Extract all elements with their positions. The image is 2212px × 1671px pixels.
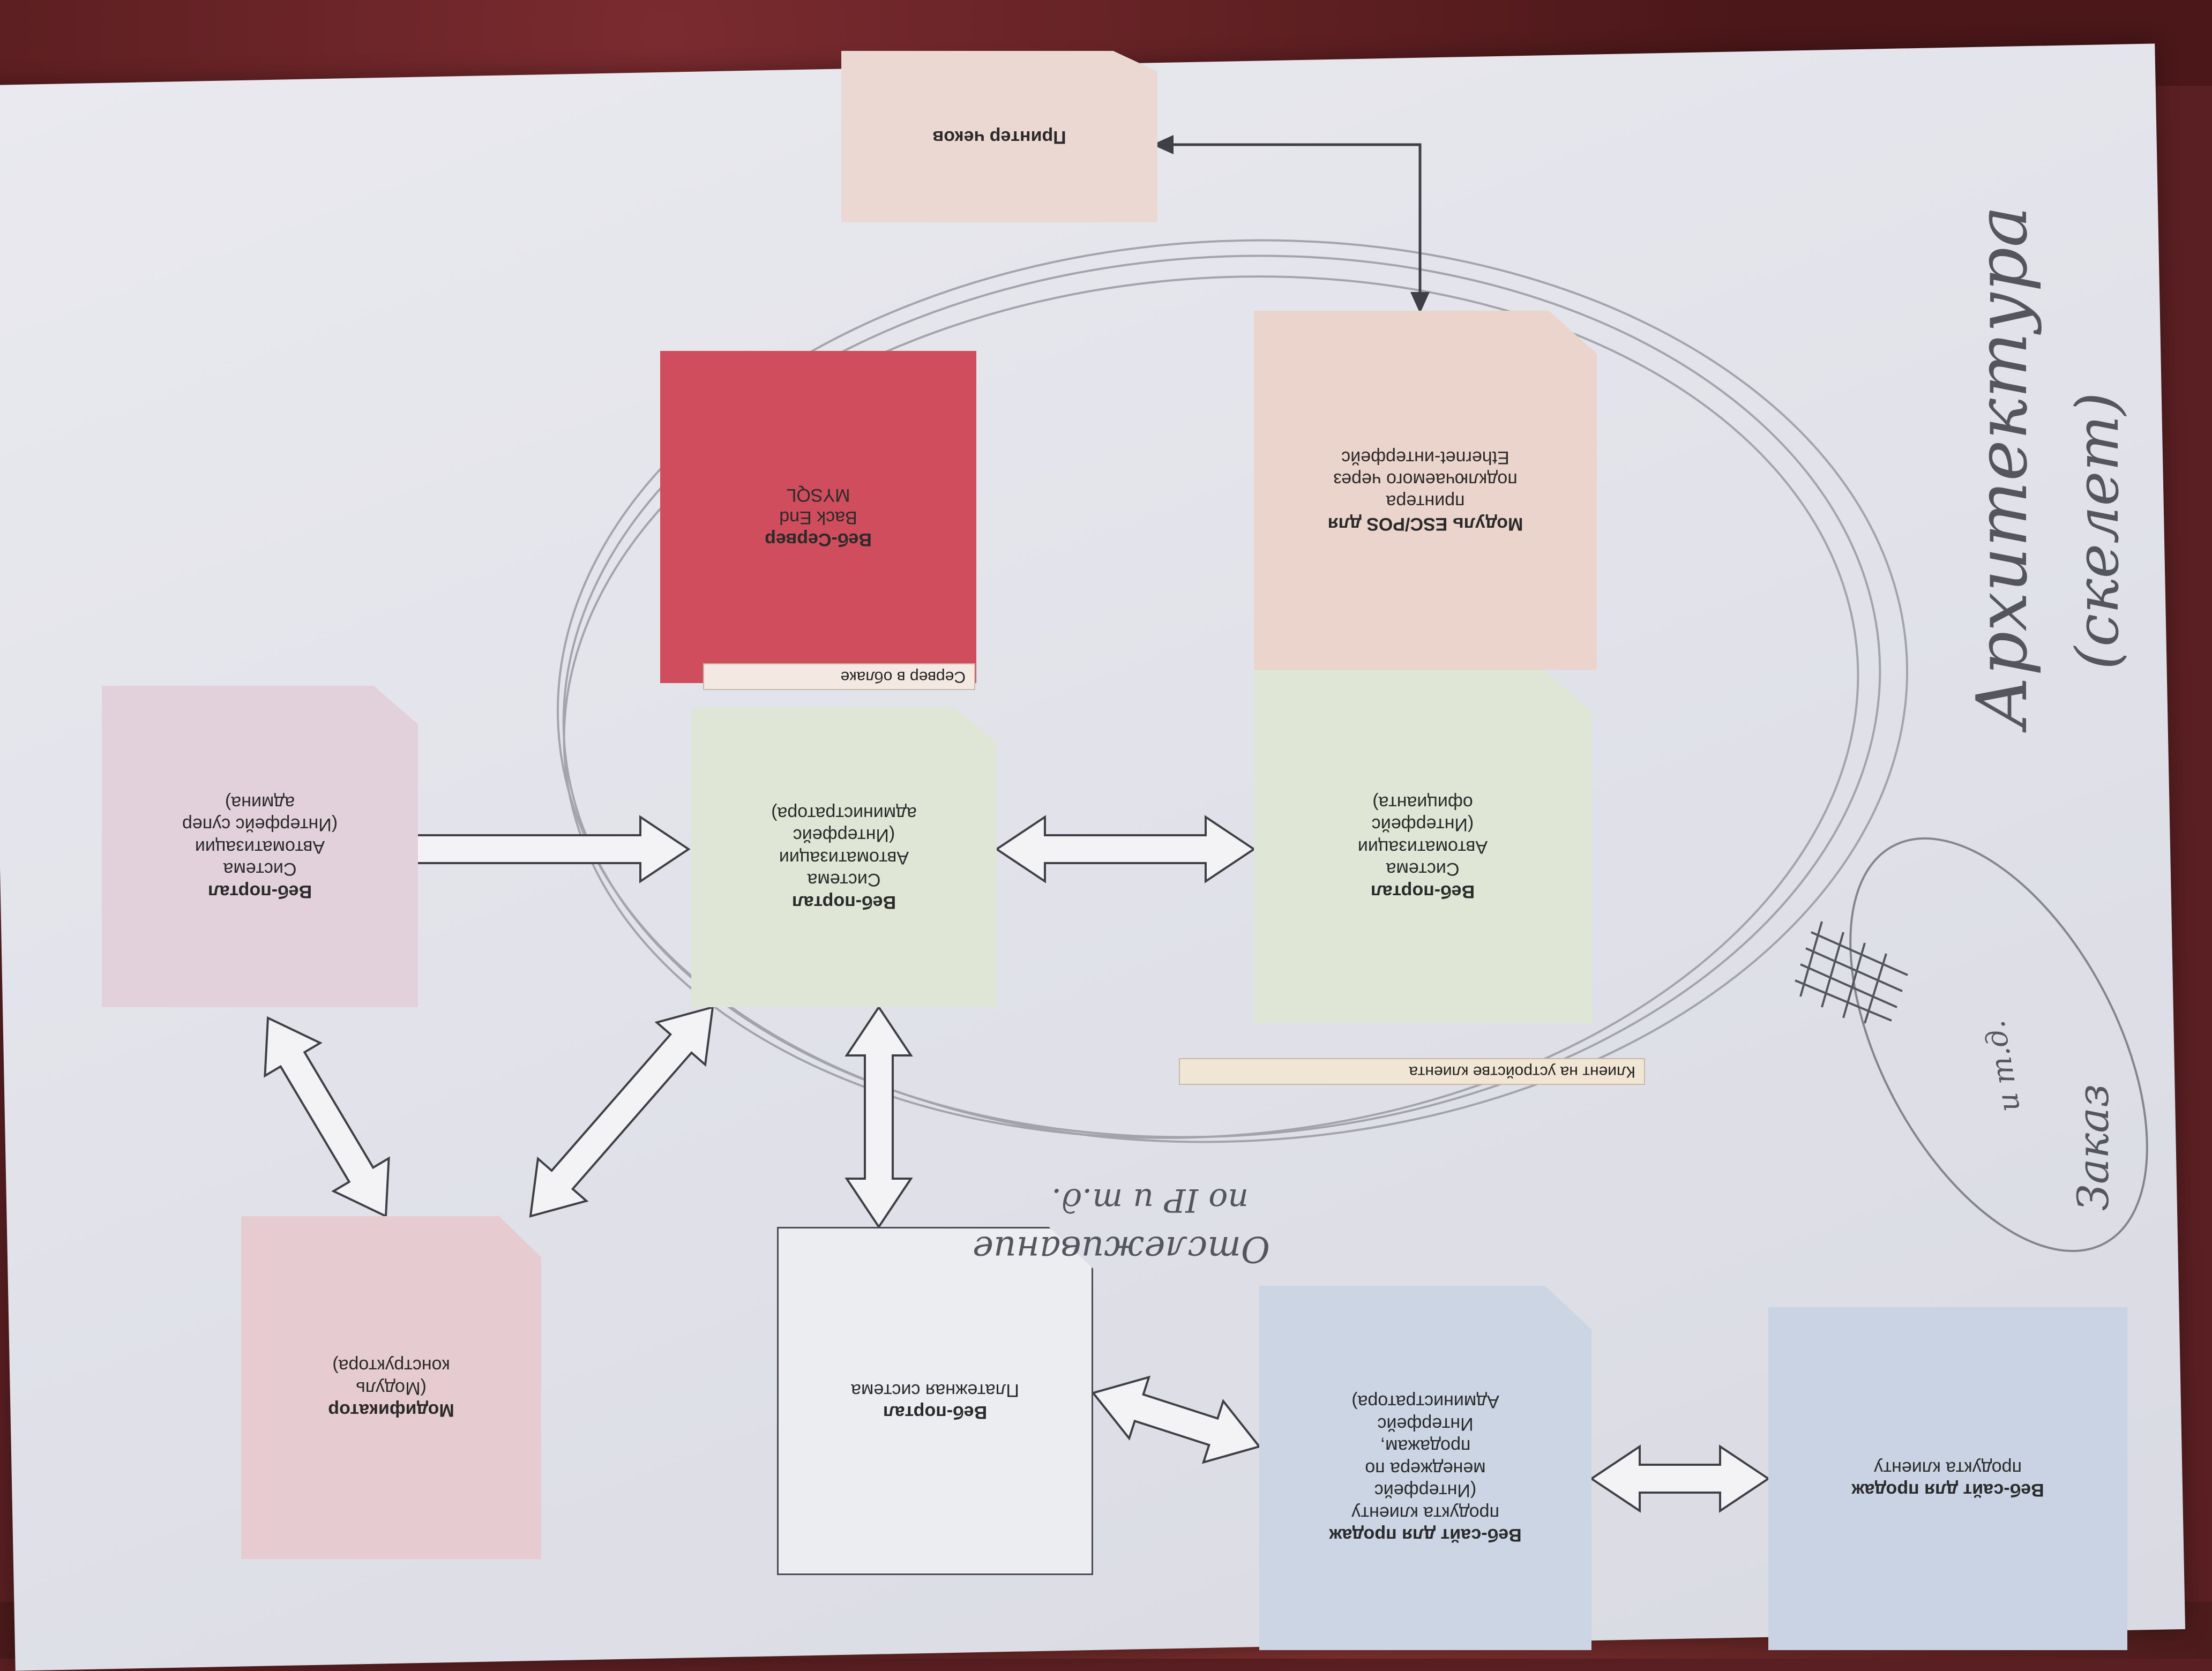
node-sales-admin-line-5: продажам, xyxy=(1380,1436,1471,1457)
node-modifier-line-3: конструктора) xyxy=(332,1355,450,1376)
node-sales-admin-line-2: продукта клиенту xyxy=(1351,1502,1499,1523)
node-escpos-line-2: принтера xyxy=(1386,491,1465,512)
node-server-line-3: MYSQL xyxy=(786,485,850,506)
tag-client-device: Клиент на устройстве клиента xyxy=(1179,1058,1645,1085)
node-sales-admin[interactable]: Веб-сайт для продаж продукта клиенту (Ин… xyxy=(1259,1286,1591,1650)
node-web-waiter-line-1: Веб-портал xyxy=(1370,881,1475,902)
node-sales-admin-line-7: Администратора) xyxy=(1351,1391,1499,1412)
node-sales-admin-line-1: Веб-сайт для продаж xyxy=(1329,1525,1522,1546)
edge-escpos-to-printer xyxy=(1157,143,1422,305)
node-web-super-line-1: Веб-портал xyxy=(207,881,312,902)
node-web-waiter-line-2: Система xyxy=(1386,859,1460,880)
pencil-side-oval xyxy=(1849,837,2148,1252)
edge-head-escpos xyxy=(1410,292,1430,313)
node-modifier[interactable]: Модификатор (Модуль конструктора) xyxy=(241,1216,541,1559)
node-sales-client[interactable]: Веб-сайт для продаж продукта клиенту xyxy=(1768,1307,2127,1650)
node-web-super[interactable]: Веб-портал Система Автоматизации (Интерф… xyxy=(102,686,418,1007)
node-web-super-line-5: админа) xyxy=(225,792,295,813)
node-payment[interactable]: Веб-портал Платежная система xyxy=(777,1227,1093,1575)
handwriting-architecture: Архитектура xyxy=(1961,206,2043,729)
node-web-waiter-line-4: (Интерфейс xyxy=(1371,814,1474,835)
node-web-waiter[interactable]: Веб-портал Система Автоматизации (Интерф… xyxy=(1254,670,1591,1023)
edge-sales-admin-to-sales-client xyxy=(1589,1444,1770,1513)
tag-cloud-server: Сервер в облаке xyxy=(703,663,975,690)
node-modifier-line-1: Модификатор xyxy=(328,1400,454,1421)
node-web-waiter-line-3: Автоматизации xyxy=(1357,836,1488,857)
handwriting-skeleton: (скелет) xyxy=(2063,392,2132,670)
pencil-ellipse xyxy=(556,239,1909,1143)
edge-payment-to-sales-admin xyxy=(1091,1375,1261,1464)
node-web-admin-line-1: Веб-портал xyxy=(791,891,896,912)
edge-web-admin-to-web-waiter xyxy=(995,815,1256,883)
node-escpos-line-4: Ethernet-интерфейс xyxy=(1341,447,1509,468)
node-modifier-line-2: (Модуль xyxy=(356,1377,427,1398)
node-escpos-line-1: Модуль ESC/POS для xyxy=(1327,513,1523,534)
node-payment-line-1: Веб-портал xyxy=(883,1402,988,1423)
node-sales-client-line-1: Веб-сайт для продаж xyxy=(1851,1480,2044,1501)
node-web-admin-line-3: Автоматизации xyxy=(779,847,909,868)
edge-web-super-to-modifier xyxy=(264,1016,390,1218)
node-printer-line-1: Принтер чеков xyxy=(932,126,1066,147)
handwriting-side-note-1: Заказ xyxy=(2068,1084,2118,1211)
node-web-waiter-line-5: официанта) xyxy=(1372,792,1473,813)
node-web-admin-line-4: (Интерфейс xyxy=(793,825,895,846)
edge-web-admin-to-payment xyxy=(845,1005,913,1229)
node-server-line-2: Back End xyxy=(779,507,857,528)
node-escpos-line-3: подключаемого через xyxy=(1333,469,1518,490)
node-sales-admin-line-3: (Интерфейс xyxy=(1374,1480,1477,1501)
edge-web-super-to-web-admin xyxy=(409,815,691,883)
node-printer[interactable]: Принтер чеков xyxy=(841,51,1157,222)
node-server[interactable]: Веб-Сервер Back End MYSQL xyxy=(660,351,976,683)
node-web-admin[interactable]: Веб-портал Система Автоматизации (Интерф… xyxy=(691,707,997,1007)
node-web-super-line-4: (Интерфейс супер xyxy=(182,814,338,835)
node-web-super-line-2: Система xyxy=(223,859,297,880)
handwriting-tracking-sub: по IP и т.д. xyxy=(1051,1181,1249,1219)
node-web-super-line-3: Автоматизации xyxy=(195,836,325,857)
node-web-admin-line-2: Система xyxy=(807,870,881,890)
edge-head-printer xyxy=(1152,135,1174,154)
edge-web-admin-to-modifier xyxy=(529,1006,714,1218)
node-sales-admin-line-6: Интерфейс xyxy=(1377,1413,1474,1434)
node-escpos[interactable]: Модуль ESC/POS для принтера подключаемог… xyxy=(1254,311,1597,670)
node-sales-client-line-2: продукта клиенту xyxy=(1874,1458,2022,1478)
node-sales-admin-line-4: менеджера по xyxy=(1365,1458,1486,1479)
crosshatch-sketch xyxy=(1795,921,1908,1024)
node-payment-line-2: Платежная система xyxy=(851,1380,1019,1400)
node-web-admin-line-5: администратора) xyxy=(771,803,917,823)
handwriting-tracking: Отслеживание xyxy=(972,1228,1270,1270)
node-server-line-1: Веб-Сервер xyxy=(765,529,872,550)
